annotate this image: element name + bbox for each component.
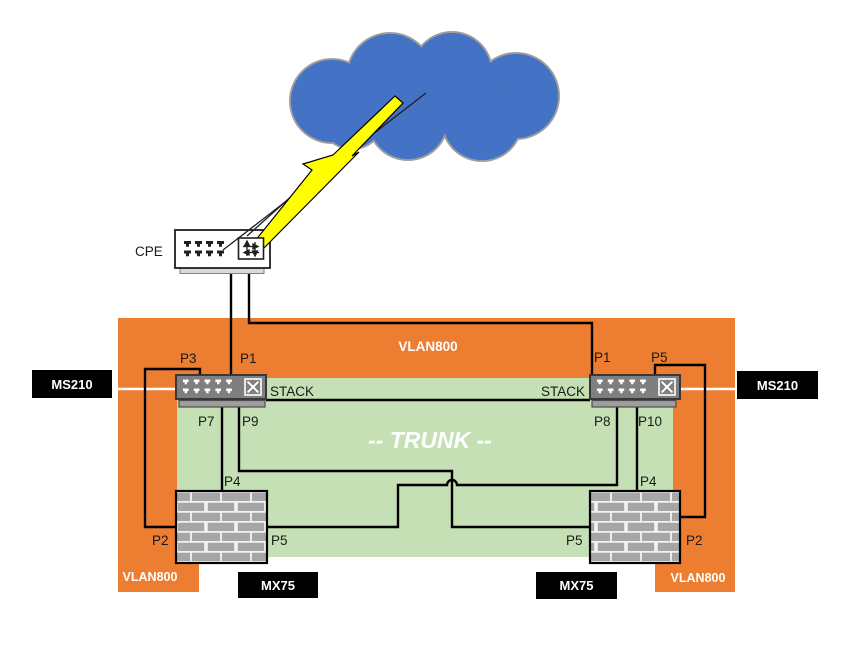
cloud-icon bbox=[289, 31, 560, 162]
port-label-lsw-p1: P1 bbox=[240, 351, 257, 366]
ms210-left-tag: MS210 bbox=[32, 370, 112, 398]
left-firewall-icon bbox=[174, 489, 269, 565]
link-cpe-to-right-switch bbox=[247, 268, 594, 375]
stack-label-left: STACK bbox=[270, 384, 315, 399]
uplink-x-icon bbox=[244, 378, 262, 396]
right-firewall-icon bbox=[588, 489, 682, 565]
port-label-rsw-p8: P8 bbox=[594, 414, 611, 429]
vlan800-bottom-left-label: VLAN800 bbox=[122, 570, 178, 584]
router-icon bbox=[237, 237, 265, 260]
left-switch-icon bbox=[175, 374, 267, 408]
port-label-rsw-p1: P1 bbox=[594, 350, 611, 365]
right-switch-icon bbox=[589, 374, 681, 408]
trunk-label: -- TRUNK -- bbox=[368, 427, 492, 453]
port-label-lfw-p2: P2 bbox=[152, 533, 169, 548]
port-label-lsw-p3: P3 bbox=[180, 351, 197, 366]
link-p3-to-left-fw-p2 bbox=[143, 367, 202, 529]
mx75-left-tag: MX75 bbox=[238, 572, 318, 598]
port-label-rsw-p10: P10 bbox=[638, 414, 663, 429]
port-label-rfw-p5: P5 bbox=[566, 533, 583, 548]
port-label-lsw-p9: P9 bbox=[242, 414, 259, 429]
port-label-lfw-p4: P4 bbox=[224, 474, 241, 489]
cpe-label: CPE bbox=[135, 244, 163, 259]
mx75-right-tag: MX75 bbox=[536, 572, 617, 599]
ms210-right-tag: MS210 bbox=[737, 371, 818, 399]
port-label-rfw-p4: P4 bbox=[640, 474, 657, 489]
link-p9-to-right-fw-p5 bbox=[237, 402, 592, 529]
vlan800-bottom-right-label: VLAN800 bbox=[670, 571, 726, 585]
port-label-lfw-p5: P5 bbox=[271, 533, 288, 548]
link-p5-to-right-fw-p2 bbox=[653, 363, 707, 519]
port-label-rsw-p5: P5 bbox=[651, 350, 668, 365]
port-label-lsw-p7: P7 bbox=[198, 414, 215, 429]
link-p8-to-left-fw-p5 bbox=[266, 402, 619, 529]
uplink-x-icon bbox=[658, 378, 676, 396]
vlan800-top-label: VLAN800 bbox=[398, 339, 458, 354]
port-label-rfw-p2: P2 bbox=[686, 533, 703, 548]
stack-label-right: STACK bbox=[540, 384, 585, 399]
